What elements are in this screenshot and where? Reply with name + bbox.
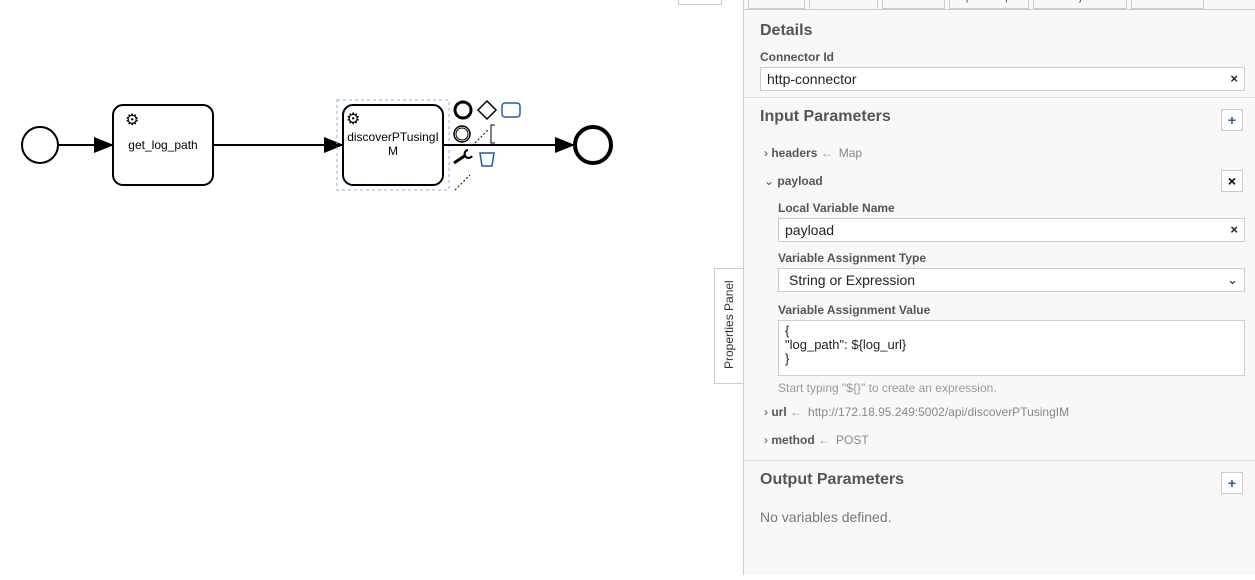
details-heading: Details [760,22,813,39]
code-line: "log_path": ${log_url} [785,337,907,352]
param-value: http://172.18.95.249:5002/api/discoverPT… [808,405,1070,419]
param-method[interactable]: › method ←POST [764,433,869,447]
properties-panel: General Connector Listeners Input/Output… [743,0,1255,575]
param-name: payload [777,174,823,188]
param-value: POST [836,433,869,447]
param-name: method [771,433,815,447]
assignment-value-label: Variable Assignment Value [778,303,931,317]
assignment-value-textarea[interactable]: { "log_path": ${log_url} } [778,320,1245,376]
output-parameters-heading: Output Parameters [760,471,905,488]
properties-panel-toggle[interactable]: Properties Panel [714,268,744,384]
task-label: get_log_path [128,138,198,152]
param-headers[interactable]: › headers ←Map [764,146,863,160]
svg-text:⚙: ⚙ [125,112,139,129]
param-value: Map [838,146,863,160]
param-payload[interactable]: ⌄ payload [764,174,823,188]
context-pad [453,99,521,191]
assignment-type-select[interactable]: String or Expression⌄ [778,268,1245,292]
connector-id-label: Connector Id [760,50,834,64]
local-variable-input[interactable]: payload × [778,218,1245,242]
remove-payload-button[interactable]: × [1221,170,1243,192]
tab-field-injections[interactable]: Field Injections [1032,0,1127,9]
toggle-label: Properties Panel [722,280,736,369]
tab-bar: General Connector Listeners Input/Output… [744,0,1255,10]
assignment-type-value: String or Expression [789,272,916,288]
no-variables-text: No variables defined. [760,509,892,525]
assignment-type-label: Variable Assignment Type [778,251,927,265]
zoom-control[interactable] [678,0,722,5]
param-name: headers [771,146,818,160]
tab-general[interactable]: General [748,0,805,9]
add-output-parameter-button[interactable]: + [1221,472,1243,494]
tab-input-output[interactable]: Input/Output [948,0,1029,9]
tab-extensions[interactable]: Extensions [1130,0,1204,9]
tab-listeners[interactable]: Listeners [882,0,945,9]
param-url[interactable]: › url ←http://172.18.95.249:5002/api/dis… [764,405,1070,419]
local-variable-value: payload [785,222,835,238]
code-line: { [785,323,790,338]
connector-id-value: http-connector [767,71,857,87]
expression-hint: Start typing "${}" to create an expressi… [778,381,997,395]
task-label: discoverPTusingIM [347,130,439,158]
param-name: url [771,405,787,419]
input-parameters-heading: Input Parameters [760,108,891,125]
connector-id-input[interactable]: http-connector × [760,67,1245,91]
end-event [573,125,613,165]
task-get-log-path [112,104,214,186]
tab-connector[interactable]: Connector [808,0,879,9]
start-event [21,126,59,164]
task-discover [342,104,444,186]
clear-icon[interactable]: × [1230,71,1238,86]
clear-icon[interactable]: × [1230,222,1238,237]
local-variable-label: Local Variable Name [778,201,895,215]
add-input-parameter-button[interactable]: + [1221,109,1243,131]
svg-text:⚙: ⚙ [346,111,360,128]
code-line: } [785,351,790,366]
diagram: ⚙ ⚙ [21,99,613,191]
bpmn-canvas[interactable]: ⚙ ⚙ get_log_path discoverPTusingIM [0,0,743,575]
